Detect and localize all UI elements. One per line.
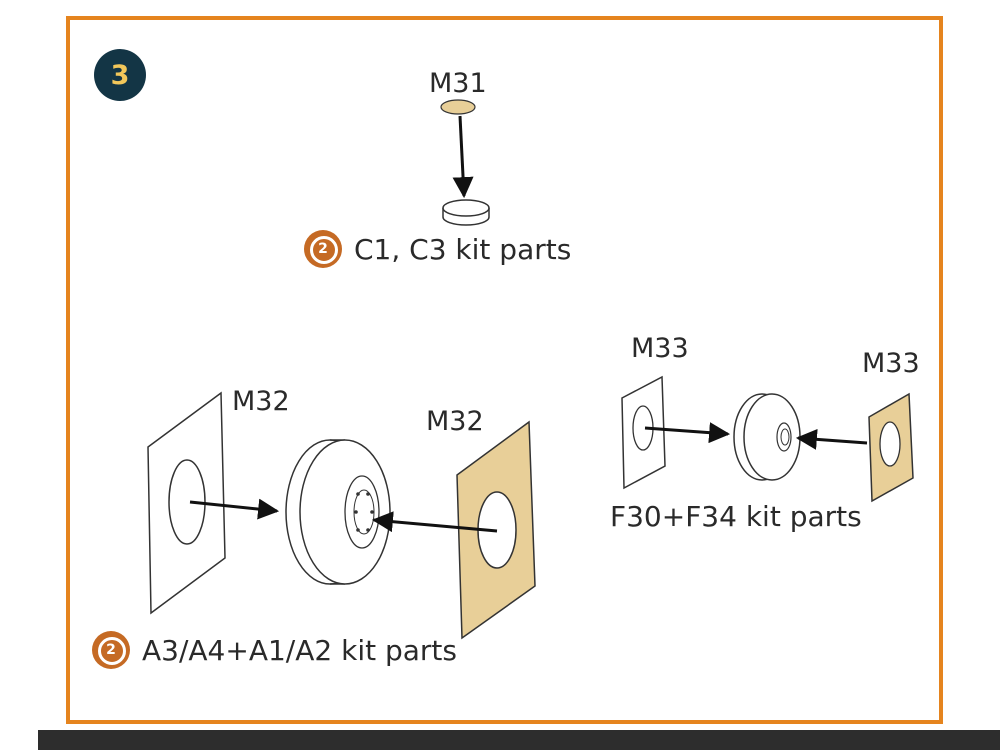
label-m31: M31 bbox=[429, 68, 487, 99]
main-wheel bbox=[285, 439, 391, 585]
m32-brass-arrow bbox=[371, 511, 498, 533]
m33-clear-sheet bbox=[621, 375, 666, 490]
label-m33-brass: M33 bbox=[862, 348, 920, 379]
hub-cap bbox=[442, 199, 490, 226]
step-number-badge: 3 bbox=[94, 49, 146, 101]
m33-brass-arrow bbox=[795, 428, 868, 450]
label-m33-clear: M33 bbox=[631, 333, 689, 364]
tail-wheel bbox=[733, 393, 801, 481]
m31-part bbox=[440, 99, 476, 115]
note-a3-a4: 2 A3/A4+A1/A2 kit parts bbox=[92, 631, 457, 669]
m32-clear-sheet bbox=[147, 391, 226, 615]
m31-arrow bbox=[452, 115, 474, 199]
m33-clear-arrow bbox=[644, 422, 731, 444]
m32-clear-arrow bbox=[189, 498, 280, 520]
note-f30-f34: F30+F34 kit parts bbox=[610, 500, 862, 533]
note-a3-a4-text: A3/A4+A1/A2 kit parts bbox=[142, 633, 457, 667]
m33-brass-sheet bbox=[868, 392, 914, 503]
label-m32-clear: M32 bbox=[232, 386, 290, 417]
step-frame bbox=[66, 16, 943, 724]
note-c1-c3-text: C1, C3 kit parts bbox=[354, 232, 572, 266]
footer-bar bbox=[38, 730, 1000, 750]
kit-parts-icon: 2 bbox=[92, 631, 130, 669]
kit-parts-icon: 2 bbox=[304, 230, 342, 268]
note-c1-c3: 2 C1, C3 kit parts bbox=[304, 230, 571, 268]
label-m32-brass: M32 bbox=[426, 406, 484, 437]
